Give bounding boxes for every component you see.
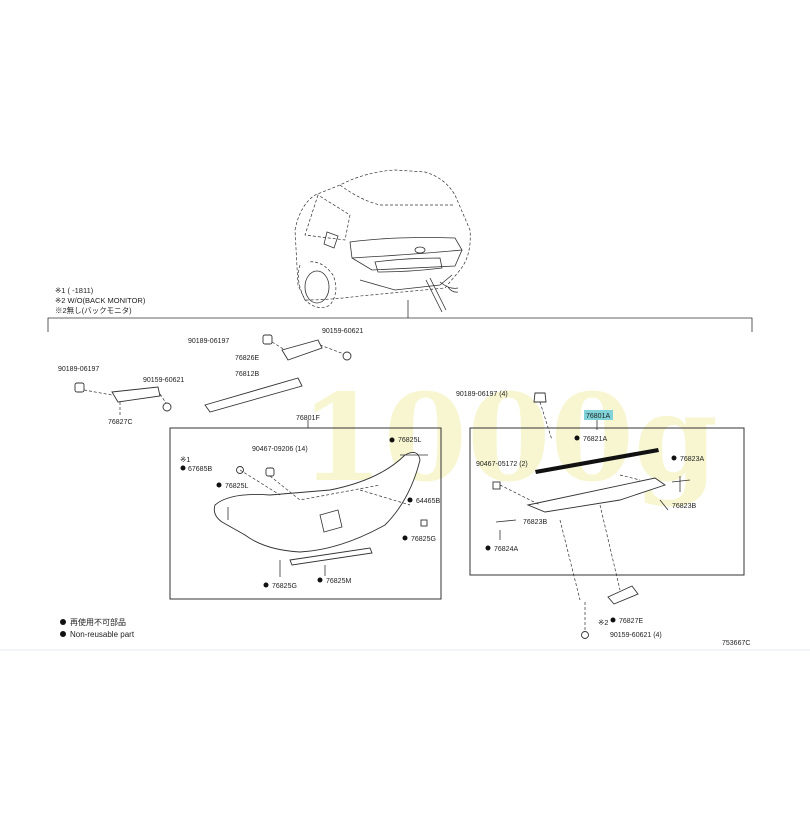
trunk-garnish-76801F <box>213 451 421 553</box>
box-right-contents: 90189-06197 (4) 76801A 76821A 90467-0517… <box>456 391 704 601</box>
legend-japanese: 再使用不可部品 <box>70 617 126 627</box>
label-90159-60621-b: 90159-60621 <box>322 328 363 335</box>
part-76827C <box>111 386 161 403</box>
highlight-76801A <box>584 410 613 420</box>
part-76827E <box>607 585 639 605</box>
label-90467-09206: 90467-09206 (14) <box>252 446 308 453</box>
label-90159-60621-a: 90159-60621 <box>143 377 184 384</box>
label-76825G-bottom: 76825G <box>272 583 297 590</box>
box-left-contents: ※1 67685B 90467-09206 (14) 76825L 76825L… <box>180 437 440 590</box>
label-76823A: 76823A <box>680 456 704 463</box>
label-90189-06197-4: 90189-06197 (4) <box>456 391 508 398</box>
label-76826E: 76826E <box>235 355 259 362</box>
left-group: 90189-06197 90159-60621 76827C 90189-061… <box>58 328 363 428</box>
note-3: ※2無し(バックモニタ) <box>55 305 132 315</box>
label-76823B-right: 76823B <box>672 503 696 510</box>
part-76826E <box>281 339 323 361</box>
legend-english: Non-reusable part <box>70 630 135 639</box>
illustration-code: 753667C <box>722 640 750 647</box>
screw-part-b <box>342 351 352 361</box>
box-76801F <box>169 427 442 600</box>
label-76821A: 76821A <box>583 436 607 443</box>
lower-right-parts: ※2 76827E 90159-60621 (4) <box>581 585 662 639</box>
note-2: ※2 W/O(BACK MONITOR) <box>55 296 146 305</box>
label-90467-05172: 90467-05172 (2) <box>476 461 528 468</box>
label-76825L-top: 76825L <box>398 437 421 444</box>
car-illustration <box>294 169 471 313</box>
label-67685B: 67685B <box>188 466 212 473</box>
label-76823B-left: 76823B <box>523 519 547 526</box>
label-76801A: 76801A <box>586 413 610 420</box>
note-mark-1: ※1 <box>180 455 190 464</box>
label-76825L-left: 76825L <box>225 483 248 490</box>
part-76821A <box>535 448 659 474</box>
clip-part <box>74 382 85 393</box>
note-1: ※1 ( -1811) <box>55 286 94 295</box>
screw-part <box>162 402 172 412</box>
legend: 再使用不可部品 Non-reusable part <box>60 617 135 639</box>
label-76827E: 76827E <box>619 618 643 625</box>
assembly-bracket <box>47 317 753 332</box>
label-76812B: 76812B <box>235 371 259 378</box>
label-76827C: 76827C <box>108 419 133 426</box>
part-76825M <box>289 547 373 566</box>
part-garnish-right <box>526 477 666 513</box>
label-90189-06197-a: 90189-06197 <box>58 366 99 373</box>
label-90159-60621-4: 90159-60621 (4) <box>610 632 662 639</box>
clip-part-b <box>262 334 273 345</box>
label-90189-06197-b: 90189-06197 <box>188 338 229 345</box>
label-76824A: 76824A <box>494 546 518 553</box>
part-76812B <box>204 377 303 413</box>
label-76801F: 76801F <box>296 415 320 422</box>
label-64465B: 64465B <box>416 498 440 505</box>
label-76825G-right: 76825G <box>411 536 436 543</box>
box-right <box>469 427 745 576</box>
label-76825M: 76825M <box>326 578 351 585</box>
note-mark-2: ※2 <box>598 618 608 627</box>
